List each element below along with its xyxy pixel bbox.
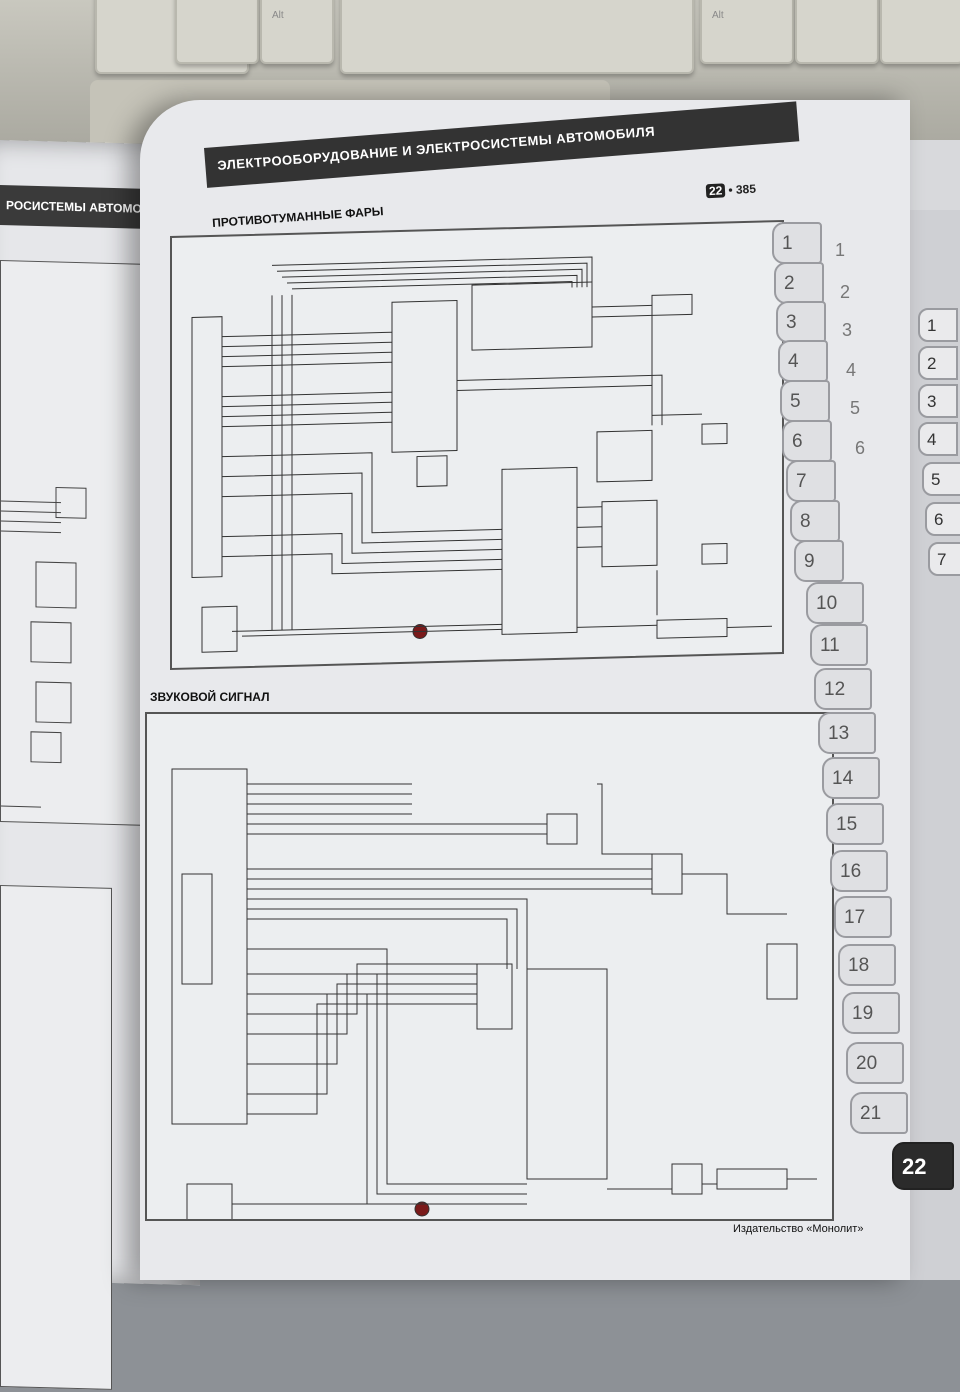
far-tab-1[interactable]: 1 <box>918 308 958 342</box>
thumb-tab-3[interactable]: 3 <box>776 301 826 343</box>
thumb-tab-8[interactable]: 8 <box>790 500 840 542</box>
far-tab-7[interactable]: 7 <box>928 542 960 576</box>
wiring-diagram-fog-lights-lines <box>191 256 772 653</box>
thumb-tab-21[interactable]: 21 <box>850 1092 908 1134</box>
far-tab-6[interactable]: 6 <box>925 502 960 536</box>
thumb-tab-17[interactable]: 17 <box>834 896 892 938</box>
back-tab-5: 5 <box>850 398 861 418</box>
keyboard-spacebar <box>340 0 694 74</box>
wiring-diagram-fog-lights <box>170 219 784 671</box>
wiring-diagram-horn-lines <box>171 768 817 1219</box>
left-page: РОСИСТЕМЫ АВТОМОБИЛЯ <box>0 140 200 1390</box>
thumb-tab-1[interactable]: 1 <box>772 222 822 264</box>
publisher-footer: Издательство «Монолит» <box>733 1223 864 1235</box>
wiring-diagram-horn <box>145 712 834 1221</box>
thumb-tab-4[interactable]: 4 <box>778 340 828 382</box>
keyboard-key <box>880 0 960 64</box>
section-title-horn: ЗВУКОВОЙ СИГНАЛ <box>150 690 270 704</box>
thumb-tab-5[interactable]: 5 <box>780 380 830 422</box>
thumb-tab-7[interactable]: 7 <box>786 460 836 502</box>
thumb-tab-19[interactable]: 19 <box>842 992 900 1034</box>
keyboard-key <box>175 0 259 64</box>
thumb-tab-12[interactable]: 12 <box>814 668 872 710</box>
thumb-tab-10[interactable]: 10 <box>806 582 864 624</box>
left-diagram-bottom <box>0 885 112 1390</box>
left-diagram-top <box>0 260 167 827</box>
thumb-tab-9[interactable]: 9 <box>794 540 844 582</box>
left-diagram-top-lines <box>1 486 87 808</box>
thumb-tab-15[interactable]: 15 <box>826 803 884 845</box>
thumb-tab-16[interactable]: 16 <box>830 850 888 892</box>
keyboard-key-alt-right: Alt <box>700 0 794 64</box>
page-number: 22• 385 <box>705 181 757 199</box>
thumb-tab-13[interactable]: 13 <box>818 712 876 754</box>
back-tab-2: 2 <box>840 282 851 302</box>
back-tab-4: 4 <box>846 360 857 380</box>
thumb-tab-20[interactable]: 20 <box>846 1042 904 1084</box>
back-tab-6: 6 <box>855 438 866 458</box>
chapter-badge: 22 <box>705 183 726 199</box>
far-tab-2[interactable]: 2 <box>918 346 958 380</box>
back-tab-1: 1 <box>835 240 846 260</box>
thumb-tab-2[interactable]: 2 <box>774 262 824 304</box>
thumb-tab-6[interactable]: 6 <box>782 420 832 462</box>
back-tab-3: 3 <box>842 320 853 340</box>
thumb-tab-11[interactable]: 11 <box>810 624 868 666</box>
far-tab-4[interactable]: 4 <box>918 422 958 456</box>
thumb-tab-22-active[interactable]: 22 <box>892 1142 954 1190</box>
keyboard-key <box>795 0 879 64</box>
far-tab-3[interactable]: 3 <box>918 384 958 418</box>
thumb-tab-18[interactable]: 18 <box>838 944 896 986</box>
thumb-tab-14[interactable]: 14 <box>822 757 880 799</box>
page-number-value: 385 <box>735 181 757 197</box>
keyboard-key-alt-left: Alt <box>260 0 334 64</box>
far-tab-5[interactable]: 5 <box>922 462 960 496</box>
